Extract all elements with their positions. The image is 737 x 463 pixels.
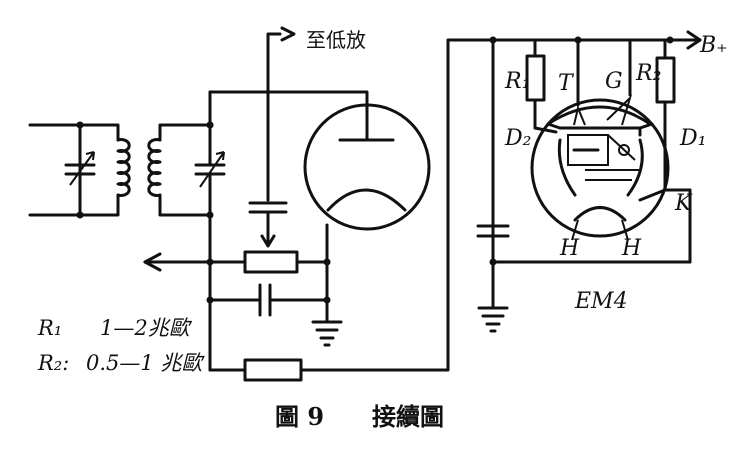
h-right-label: H [621, 236, 642, 261]
em4-envelope [530, 98, 670, 238]
ground-symbol-right [477, 306, 509, 333]
indicator-bypass-capacitor [476, 224, 510, 238]
figure-number: 圖 9 [275, 402, 324, 431]
g-label: G [605, 69, 623, 94]
r1-label: R₁ [504, 69, 530, 94]
r2-spec-value: 0.5—1 兆歐 [86, 351, 205, 375]
tube-name-label: EM4 [574, 289, 628, 314]
k-label: K [674, 191, 693, 216]
figure-title: 接續圖 [372, 402, 444, 431]
primary-coil [116, 138, 131, 197]
ground-symbol-left [311, 308, 343, 347]
load-network [143, 38, 702, 382]
variable-capacitor-input [64, 151, 96, 186]
volume-potentiometer [243, 250, 299, 274]
t-label: T [558, 71, 575, 96]
em4-tuning-indicator [476, 30, 702, 333]
input-tuned-circuit [28, 121, 226, 219]
r1-spec-symbol: R₁ [37, 316, 62, 340]
d1-label: D₁ [679, 126, 706, 151]
r2-spec-symbol: R₂: [37, 351, 69, 375]
em4-electrode-assembly [557, 134, 644, 197]
audio-output-path: 至低放 [248, 26, 366, 248]
secondary-coil [147, 138, 162, 197]
r1-spec-value: 1—2兆歐 [100, 316, 193, 340]
detector-tube [206, 90, 431, 231]
b-plus-label: B₊ [699, 33, 728, 58]
h-left-label: H [559, 236, 580, 261]
to-amp-label: 至低放 [306, 28, 366, 52]
d2-label: D₂ [504, 126, 531, 151]
series-resistor [243, 358, 303, 382]
r2-label: R₂ [635, 61, 661, 86]
